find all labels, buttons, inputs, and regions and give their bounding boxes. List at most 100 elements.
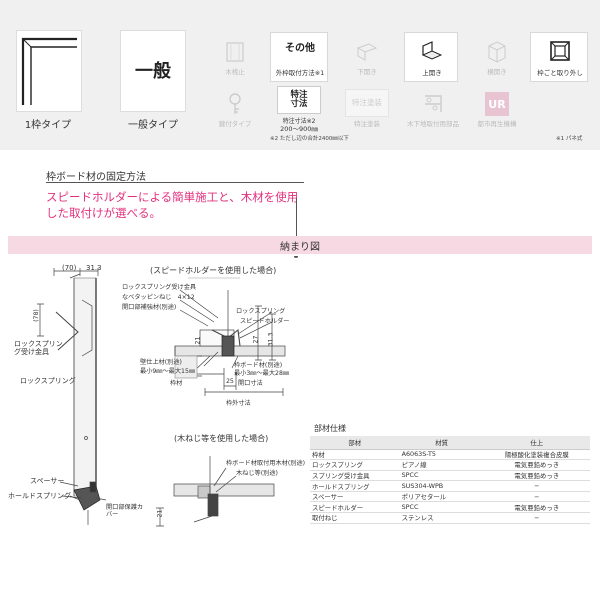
dim-70: (70) [62,264,77,272]
label-hold-spring: ホールドスプリング [8,492,71,500]
dim-25: 25 [226,378,234,385]
note-1: ※1 パネ式 [556,136,583,142]
feature-custom-paint[interactable]: 特注塗装 特注塗装 [338,88,396,134]
frame-remove-icon [550,41,570,61]
feature-ur[interactable]: UR 都市再生機構 [468,88,526,134]
feature-label: 鍵付タイプ [218,120,252,128]
callout-line [296,198,297,254]
spec-title: 部材仕様 [314,424,346,433]
spec-cell: スペーサー [310,491,400,503]
detail-band-title: 納まり図 [280,242,320,253]
key-icon [229,93,241,114]
spec-cell: 取付ねじ [310,512,400,524]
spec-cell: SUS304-WPB [399,480,484,492]
spec-cell: ピアノ線 [399,459,484,471]
label-frame-outer: 枠外寸法 [226,400,251,407]
detail-band: 納まり図 [8,236,592,254]
feature-box-text: 特注塗装 [345,89,389,117]
feature-key[interactable]: 鍵付タイプ [206,88,264,134]
label-lock-spring: ロックスプリング [20,377,76,385]
dim-27: 27 [252,335,260,344]
spec-header-finish: 仕上 [483,436,590,450]
spec-header-row: 部材 材質 仕上 [310,436,590,450]
feature-label: 外枠取付方法※1 [275,69,325,77]
spec-cell: 電気亜鉛めっき [483,470,590,482]
type-card-1frame[interactable] [16,30,82,112]
label-wood-material: 枠ボード材取付用木材(別途) [226,460,306,467]
spec-cell: スピードホルダー [310,501,400,514]
frame-corner-icon [21,37,77,105]
note-2: ※2 ただし辺の合計2400㎜以下 [270,136,349,142]
label-lock-holder-screw: ロックスプリング受け金具 [122,284,197,291]
spec-cell: SPCC [399,470,484,482]
label-opening-reinforce: 開口部補強材(別途) [122,304,177,311]
label-min-max-15: 最小9㎜〜最大15㎜ [140,368,196,375]
feature-label: 都市再生機構 [477,120,517,128]
table-row: ロックスプリングピアノ線電気亜鉛めっき [310,459,590,471]
spec-cell: スプリング受け金具 [310,470,400,482]
wood-frame-icon [226,42,244,62]
spec-cell: − [483,512,590,524]
feature-label: 木桟止 [225,68,245,76]
label-frame-board: 枠ボード材(別途) [234,362,283,369]
custom-size-line1: 特注 [290,89,308,100]
feature-wood-base-parts[interactable]: 木下地取付用部品 [404,88,462,134]
type-card-general[interactable]: 一般 [120,30,186,112]
dim-21: 21 [194,336,202,345]
spec-cell: ロックスプリング [310,459,400,471]
table-row: スペーサーポリアセタール− [310,491,590,503]
feature-box-text: 特注 寸法 [277,86,321,114]
label-opening-size: 開口寸法 [238,380,263,387]
wood-screw-case-title: (木ねじ等を使用した場合) [174,434,269,443]
spec-cell: 陽極酸化塗装複合皮膜 [483,449,590,461]
feature-open-down[interactable]: 下開き [338,36,396,82]
feature-label: 特注塗装 [354,120,380,128]
label-screw-spec: なべタッピンねじ 4×12 [122,294,195,301]
feature-open-up[interactable]: 上開き [404,32,458,82]
spec-cell: − [483,480,590,492]
installation-drawing [37,256,298,527]
type-label-1frame: 1枠タイプ [24,120,72,131]
spec-cell: 電気亜鉛めっき [483,501,590,514]
spec-cell: 枠材 [310,449,400,461]
feature-mount-method[interactable]: その他 外枠取付方法※1 [270,32,328,82]
feature-label: 特注寸法※2 [282,118,316,125]
custom-size-line2: 寸法 [290,99,308,109]
label-wood-screw: 木ねじ等(別途) [236,470,278,477]
feature-label: 下開き [357,68,377,76]
spec-header-part: 部材 [310,436,400,450]
spec-cell: ステンレス [399,512,484,524]
section-title: 枠ボード材の固定方法 [46,172,146,183]
feature-frame-remove[interactable]: 枠ごと取り外し [530,32,588,82]
spec-cell: 電気亜鉛めっき [483,459,590,471]
label-ceiling-board: 壁仕上材(別途) [140,359,182,366]
spec-cell: A6063S-T5 [399,449,484,461]
dim-78: (78) [32,309,40,322]
feature-box-text: その他 [278,34,322,62]
ur-icon: UR [485,92,509,116]
wood-base-parts-icon [425,95,442,112]
feature-open-side[interactable]: 横開き [468,36,526,82]
dim-31-3: 31.3 [267,332,275,347]
label-frame: 枠材 [170,380,183,387]
label-lock-spring-2: ロックスプリング [236,308,286,315]
section-description: スピードホルダーによる簡単施工と、木材を使用した取付けが選べる。 [46,190,299,220]
feature-wood-frame[interactable]: 木桟止 [206,36,264,82]
section-divider [46,182,304,183]
feature-custom-size[interactable]: 特注 寸法 特注寸法※2 200〜900㎜ [270,84,328,134]
type-card-general-text: 一般 [135,61,171,82]
feature-label: 上開き [422,69,442,77]
label-speed-holder: スピードホルダー [240,318,290,325]
feature-label: 木下地取付用部品 [407,120,459,128]
spec-cell: ポリアセタール [399,491,484,503]
speed-holder-case-title: (スピードホルダーを使用した場合) [150,266,277,275]
dim-21b: 21 [156,509,164,518]
label-min-max-28: 最小3㎜〜最大28㎜ [234,370,290,377]
spec-cell: − [483,491,590,503]
type-label-general: 一般タイプ [128,120,178,131]
